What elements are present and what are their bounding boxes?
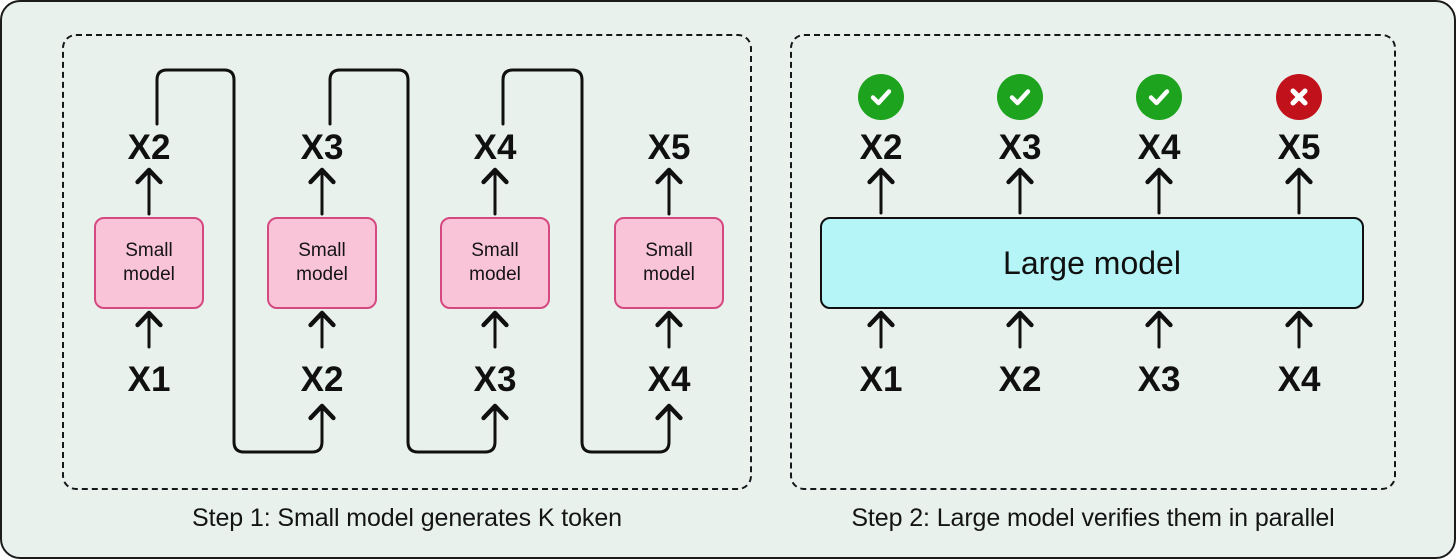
small-model-line1-2: Small [298,239,346,261]
small-model-box-2: Small model [267,217,377,309]
check-circle-icon-2 [997,74,1043,120]
large-model-box: Large model [820,217,1364,309]
small-model-line2-4: model [643,264,695,285]
small-model-label-3: Small model [469,239,521,288]
token-input-2: X2 [300,360,344,399]
small-model-line1-3: Small [471,239,519,261]
panel-step-1 [62,34,752,490]
small-model-line1-1: Small [125,239,173,261]
token-output-3: X4 [473,128,517,167]
verified-token-4: X5 [1277,128,1321,167]
large-input-token-3: X3 [1137,360,1181,399]
token-input-3: X3 [473,360,517,399]
small-model-line2-2: model [296,264,348,285]
verified-token-1: X2 [859,128,903,167]
large-input-token-2: X2 [998,360,1042,399]
panel-step-2 [790,34,1396,490]
token-input-1: X1 [127,360,171,399]
large-input-token-1: X1 [859,360,903,399]
large-input-token-4: X4 [1277,360,1321,399]
token-output-1: X2 [127,128,171,167]
small-model-line2-1: model [123,264,175,285]
verified-token-3: X4 [1137,128,1181,167]
cross-circle-icon-4 [1276,74,1322,120]
small-model-label-2: Small model [296,239,348,288]
small-model-line2-3: model [469,264,521,285]
small-model-box-3: Small model [440,217,550,309]
check-circle-icon-1 [858,74,904,120]
token-output-2: X3 [300,128,344,167]
caption-step-2: Step 2: Large model verifies them in par… [851,504,1335,532]
large-model-label: Large model [1003,244,1181,281]
caption-step-1: Step 1: Small model generates K token [192,504,622,532]
token-output-4: X5 [647,128,691,167]
small-model-box-4: Small model [614,217,724,309]
check-circle-icon-3 [1136,74,1182,120]
small-model-line1-4: Small [645,239,693,261]
verified-token-2: X3 [998,128,1042,167]
small-model-label-4: Small model [643,239,695,288]
token-input-4: X4 [647,360,691,399]
small-model-label-1: Small model [123,239,175,288]
small-model-box-1: Small model [94,217,204,309]
